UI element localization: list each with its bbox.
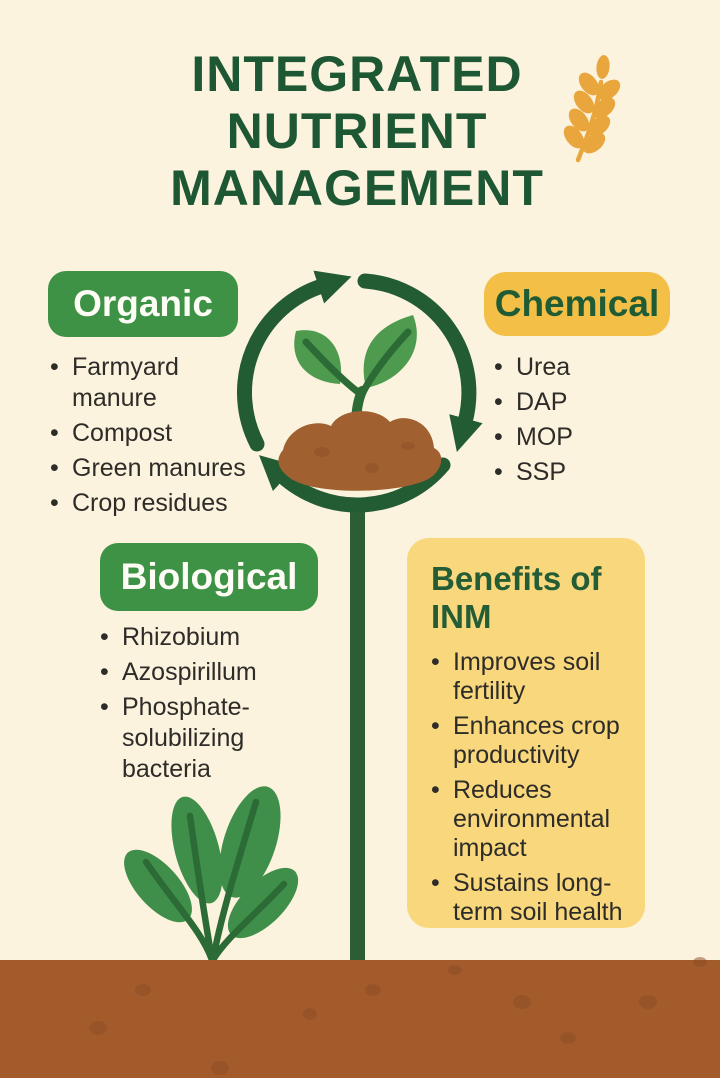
list-item: • Sustains long-term soil health xyxy=(431,869,639,927)
list-item: • Rhizobium xyxy=(100,622,287,653)
list-item: • Improves soil fertility xyxy=(431,648,639,706)
list-item-text: Enhances crop productivity xyxy=(453,712,620,769)
list-item: • Phosphate-solubilizing bacteria xyxy=(100,692,287,785)
title-line-2: NUTRIENT xyxy=(226,103,488,159)
organic-list: • Farmyard manure • Compost • Green manures… xyxy=(50,352,250,523)
title-line-3: MANAGEMENT xyxy=(170,160,544,216)
bullet: • xyxy=(494,458,503,486)
plant-leaves xyxy=(124,786,299,939)
chemical-badge: Chemical xyxy=(484,272,670,336)
list-item: • SSP xyxy=(494,457,646,488)
list-item: • DAP xyxy=(494,387,646,418)
list-item: • MOP xyxy=(494,422,646,453)
bullet: • xyxy=(494,353,503,381)
bullet: • xyxy=(494,388,503,416)
seedling-icon xyxy=(294,315,417,431)
list-item: • Farmyard manure xyxy=(50,352,250,414)
title-line-1: INTEGRATED xyxy=(191,46,523,102)
benefits-box: Benefits of INM • Improves soil fertility… xyxy=(407,538,645,928)
bullet: • xyxy=(431,712,440,740)
chemical-badge-label: Chemical xyxy=(494,283,660,324)
list-item-text: Crop residues xyxy=(72,489,228,517)
biological-list: • Rhizobium • Azospirillum • Phosphate-solu… xyxy=(100,622,287,789)
list-item: • Reduces environmental impact xyxy=(431,776,639,863)
list-item-text: Sustains long-term soil health xyxy=(453,869,623,926)
list-item-text: Urea xyxy=(516,353,571,381)
list-item-text: Green manures xyxy=(72,454,246,482)
bullet: • xyxy=(100,693,109,721)
bullet: • xyxy=(100,658,109,686)
sprout-plant-icon xyxy=(124,786,299,964)
benefits-title: Benefits of INM xyxy=(431,560,602,635)
list-item-text: Improves soil fertility xyxy=(453,648,601,705)
cycle-arrows-icon xyxy=(237,270,483,513)
list-item-text: Farmyard manure xyxy=(72,353,179,412)
list-item-text: Reduces environmental impact xyxy=(453,776,611,862)
wheat-icon xyxy=(563,55,621,163)
list-item: • Azospirillum xyxy=(100,657,287,688)
benefits-list: • Improves soil fertility • Enhances crop … xyxy=(431,648,639,927)
bullet: • xyxy=(494,423,503,451)
biological-badge-label: Biological xyxy=(120,556,298,597)
bullet: • xyxy=(50,419,59,447)
list-item-text: DAP xyxy=(516,388,568,416)
list-item: • Crop residues xyxy=(50,488,250,519)
list-item-text: Azospirillum xyxy=(122,658,257,686)
list-item: • Green manures xyxy=(50,453,250,484)
page-title: INTEGRATED NUTRIENT MANAGEMENT xyxy=(0,46,714,217)
bullet: • xyxy=(100,623,109,651)
plant-stems xyxy=(142,798,288,964)
list-item-text: Phosphate-solubilizing bacteria xyxy=(122,693,250,783)
chemical-list: • Urea • DAP • MOP • SSP xyxy=(494,352,646,492)
list-item: • Enhances crop productivity xyxy=(431,712,639,770)
list-item-text: SSP xyxy=(516,458,567,486)
bullet: • xyxy=(431,776,440,804)
organic-badge-label: Organic xyxy=(73,283,213,324)
soil-band xyxy=(0,957,720,1078)
bullet: • xyxy=(50,489,59,517)
bullet: • xyxy=(50,353,59,381)
bullet: • xyxy=(431,648,440,676)
list-item-text: Rhizobium xyxy=(122,623,241,651)
bullet: • xyxy=(50,454,59,482)
list-item: • Compost xyxy=(50,418,250,449)
bullet: • xyxy=(431,869,440,897)
biological-badge: Biological xyxy=(100,543,318,611)
soil-mound-icon xyxy=(278,411,442,491)
organic-badge: Organic xyxy=(48,271,238,337)
list-item: • Urea xyxy=(494,352,646,383)
list-item-text: Compost xyxy=(72,419,173,447)
plant-stem-line xyxy=(350,498,365,962)
list-item-text: MOP xyxy=(516,423,573,451)
wheat-grains xyxy=(563,55,621,154)
